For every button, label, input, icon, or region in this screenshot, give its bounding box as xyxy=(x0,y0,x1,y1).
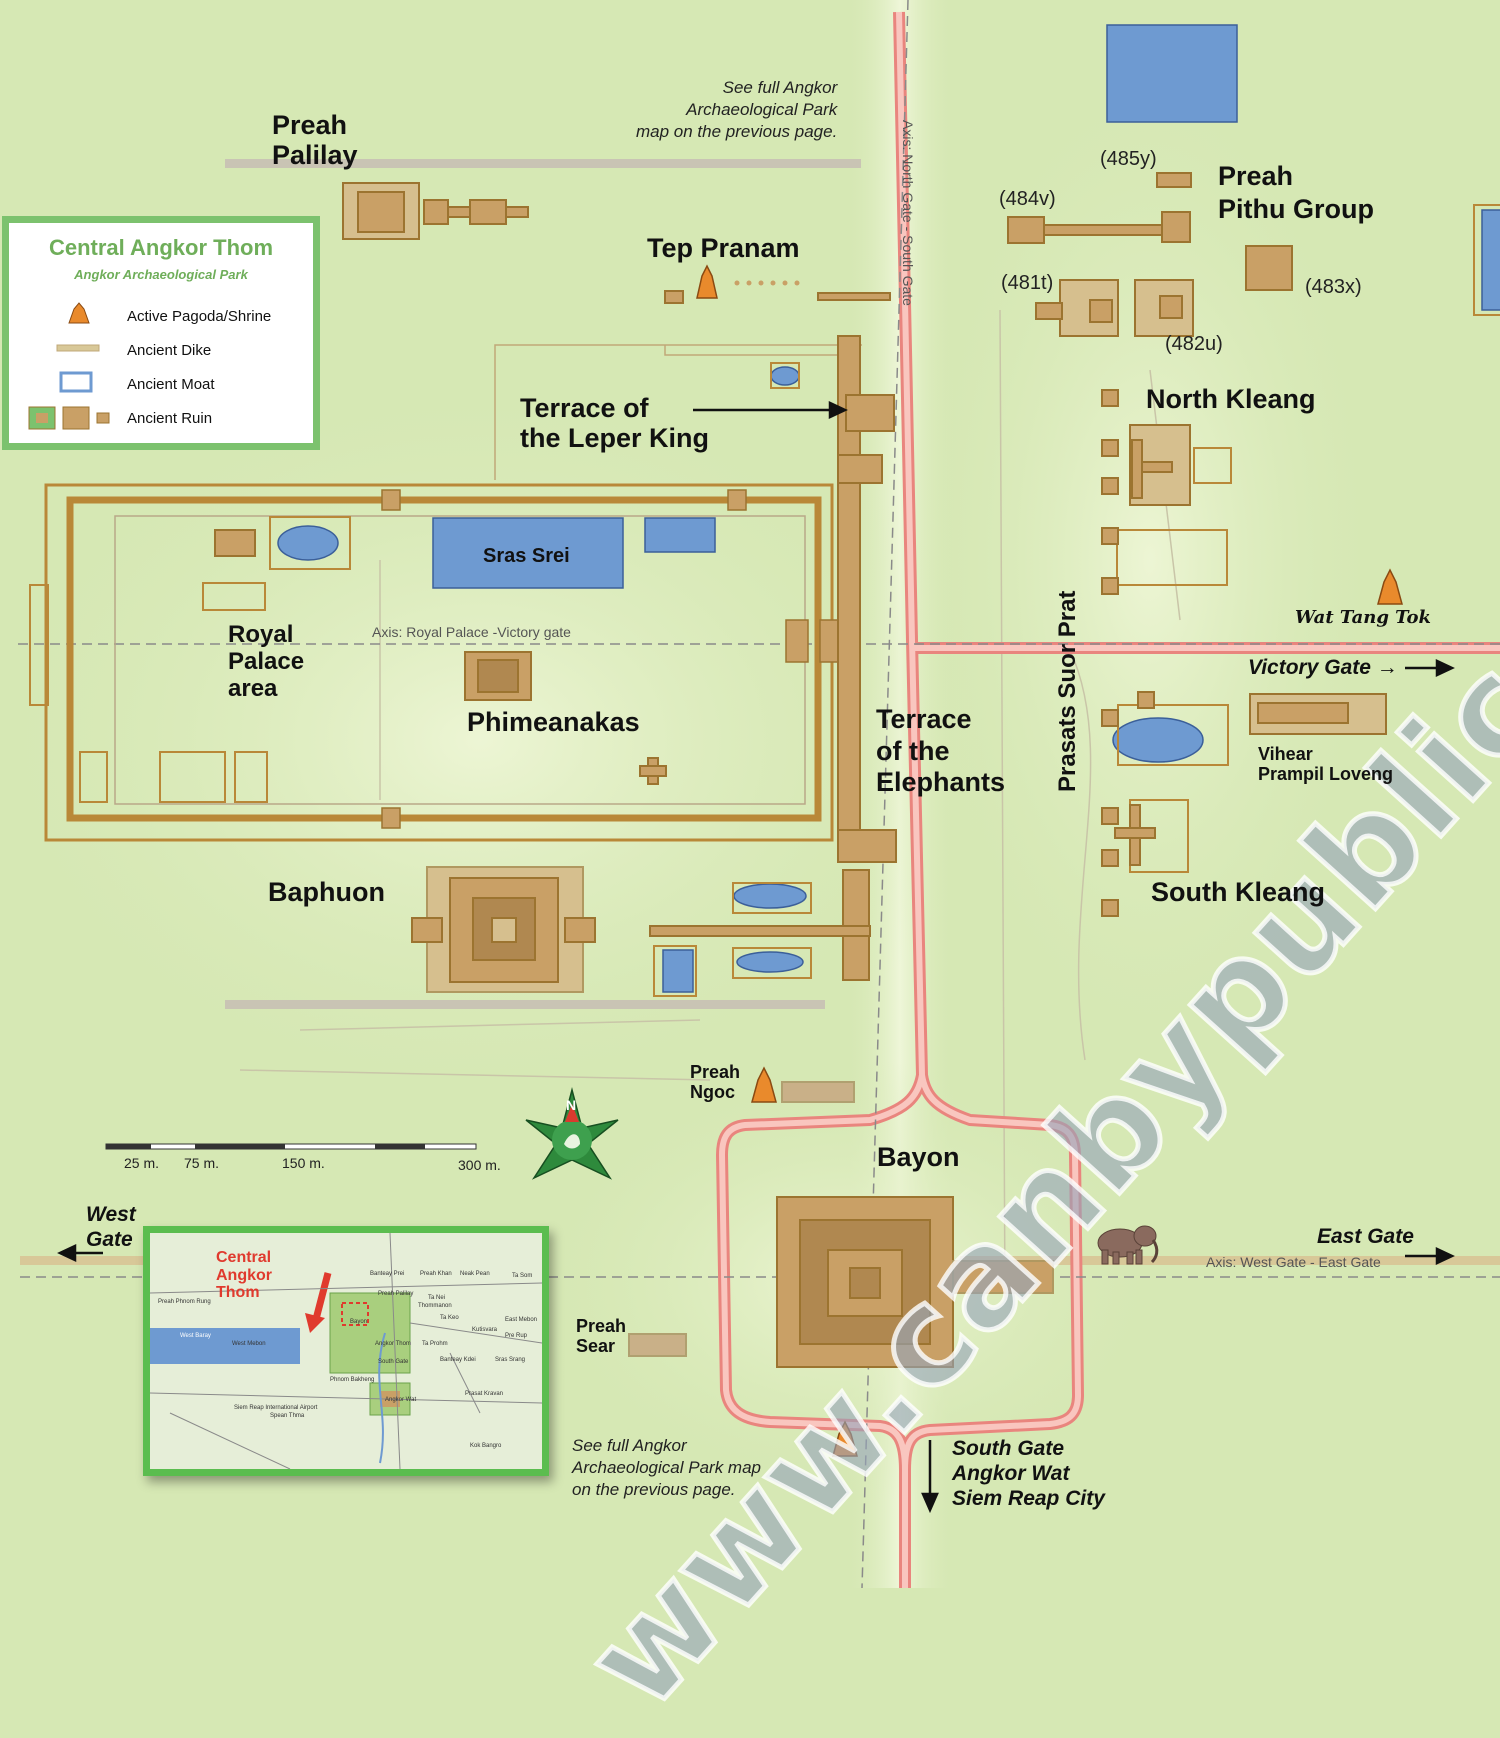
inset-label: East Mebon xyxy=(505,1317,538,1323)
ancient-dikes xyxy=(20,159,1500,1265)
legend-moat-icon xyxy=(59,371,93,393)
label-east-gate: East Gate xyxy=(1317,1225,1414,1248)
scale-bar xyxy=(105,1143,477,1150)
inset-label: South Gate xyxy=(378,1359,409,1365)
inset-label: Banteay Kdei xyxy=(440,1357,476,1363)
note-top: See full Angkor Archaeological Park map … xyxy=(636,78,838,141)
label-south-kleang: South Kleang xyxy=(1151,877,1325,907)
label-prasats-suor-prat: Prasats Suor Prat xyxy=(1054,590,1081,792)
water-bodies xyxy=(277,24,1500,993)
label-preah-palilay: Preah Palilay xyxy=(272,110,358,171)
inset-label: Ta Keo xyxy=(440,1315,459,1321)
axis-label-north-south: Axis: North Gate - South Gate xyxy=(900,120,916,306)
inset-label: Preah Palilay xyxy=(378,1291,414,1297)
legend-dike-icon xyxy=(56,344,100,352)
label-west-gate: West Gate xyxy=(86,1203,136,1251)
kleang-area-glow xyxy=(910,40,1390,1080)
tep-pranam-dots xyxy=(734,280,800,286)
axis-label-royal-victory: Axis: Royal Palace -Victory gate xyxy=(372,624,571,640)
label-sras-srei: Sras Srei xyxy=(483,545,570,567)
label-vihear-prampil: Vihear Prampil Loveng xyxy=(1258,744,1394,785)
inset-label: Sras Srang xyxy=(495,1357,526,1363)
legend-item-ruin: Ancient Ruin xyxy=(127,410,213,427)
roads-inner xyxy=(719,11,1500,1588)
label-preah-sear: Preah Sear xyxy=(576,1316,627,1357)
inset-label: Ta Nei xyxy=(428,1295,446,1301)
arrows xyxy=(57,401,1455,1514)
legend-item-moat: Ancient Moat xyxy=(127,376,215,393)
label-484v: (484v) xyxy=(999,188,1056,210)
label-preah-pithu: Preah Pithu Group xyxy=(1218,161,1374,224)
inset-label: Pre Rup xyxy=(505,1333,528,1339)
label-preah-ngoc: Preah Ngoc xyxy=(690,1062,741,1103)
elephant-icon xyxy=(1097,1225,1159,1265)
label-terrace-elephants: Terrace of the Elephants xyxy=(876,704,1006,798)
inset-label: Thommanon xyxy=(418,1303,452,1309)
inset-label: Kutisvara xyxy=(472,1327,498,1333)
ancient-ruins xyxy=(214,172,1387,1368)
legend-item-pagoda: Active Pagoda/Shrine xyxy=(127,308,272,325)
inset-label: Siem Reap International Airport xyxy=(234,1405,318,1411)
legend-ruin-icon xyxy=(28,406,110,430)
label-victory-gate: Victory Gate → xyxy=(1248,656,1398,679)
axis-label-west-east: Axis: West Gate - East Gate xyxy=(1206,1254,1381,1270)
inset-label: Angkor Wat xyxy=(385,1397,417,1403)
label-south-gate: South Gate Angkor Wat Siem Reap City xyxy=(952,1437,1105,1510)
inset-label: Neak Pean xyxy=(460,1271,490,1277)
inset-label: Bayon xyxy=(350,1319,368,1325)
inset-label: Ta Prohm xyxy=(422,1341,448,1347)
label-baphuon: Baphuon xyxy=(268,877,385,907)
label-north-kleang: North Kleang xyxy=(1146,384,1316,414)
inset-label: Banteay Prei xyxy=(370,1271,405,1277)
inset-title: Central Angkor Thom xyxy=(216,1249,272,1302)
label-481t: (481t) xyxy=(1001,272,1054,294)
active-pagodas xyxy=(696,264,1403,1457)
compass-rose xyxy=(525,1087,619,1180)
scale-tick-75: 75 m. xyxy=(184,1155,220,1171)
legend-pagoda-icon xyxy=(68,302,90,324)
inset-label: Prasat Kravan xyxy=(465,1391,504,1397)
inset-label: Ta Som xyxy=(512,1273,533,1279)
legend-symbols xyxy=(28,302,110,430)
inset-label: Phnom Bakheng xyxy=(330,1377,375,1383)
label-wat-tang-tok: Wat Tang Tok xyxy=(1295,607,1431,628)
label-bayon: Bayon xyxy=(877,1142,960,1172)
note-bottom: See full Angkor Archaeological Park map … xyxy=(572,1436,761,1499)
inset-label: Preah Khan xyxy=(420,1271,452,1277)
legend: Central Angkor Thom Angkor Archaeologica… xyxy=(2,216,320,450)
label-485y: (485y) xyxy=(1100,148,1157,170)
inset-label: Angkor Thom xyxy=(375,1341,411,1347)
label-tep-pranam: Tep Pranam xyxy=(647,233,800,263)
inset-map: Central Angkor Thom Banteay Prei Preah K… xyxy=(143,1226,549,1476)
inset-label: Preah Phnom Rung xyxy=(158,1299,211,1305)
inset-label: Kok Bangro xyxy=(470,1443,502,1449)
label-phimeanakas: Phimeanakas xyxy=(467,707,640,737)
terrace-of-the-elephants xyxy=(649,335,897,981)
inset-label: West Baray xyxy=(180,1333,211,1339)
legend-item-dike: Ancient Dike xyxy=(127,342,212,359)
scale-tick-25: 25 m. xyxy=(124,1155,160,1171)
inset-map-graphic xyxy=(150,1233,542,1469)
scale-tick-150: 150 m. xyxy=(282,1155,325,1171)
legend-subtitle: Angkor Archaeological Park xyxy=(74,267,248,282)
inset-label: West Mebon xyxy=(232,1341,266,1347)
compass-north-letter: N xyxy=(566,1097,577,1113)
ancient-moats xyxy=(79,204,1500,997)
label-482u: (482u) xyxy=(1165,333,1223,355)
label-terrace-leper-king: Terrace of the Leper King xyxy=(520,393,710,454)
scale-tick-300: 300 m. xyxy=(458,1157,501,1173)
legend-title: Central Angkor Thom xyxy=(48,235,274,260)
label-royal-palace: Royal Palace area xyxy=(228,621,305,702)
label-483x: (483x) xyxy=(1305,276,1362,298)
inset-label: Spean Thma xyxy=(270,1413,305,1419)
